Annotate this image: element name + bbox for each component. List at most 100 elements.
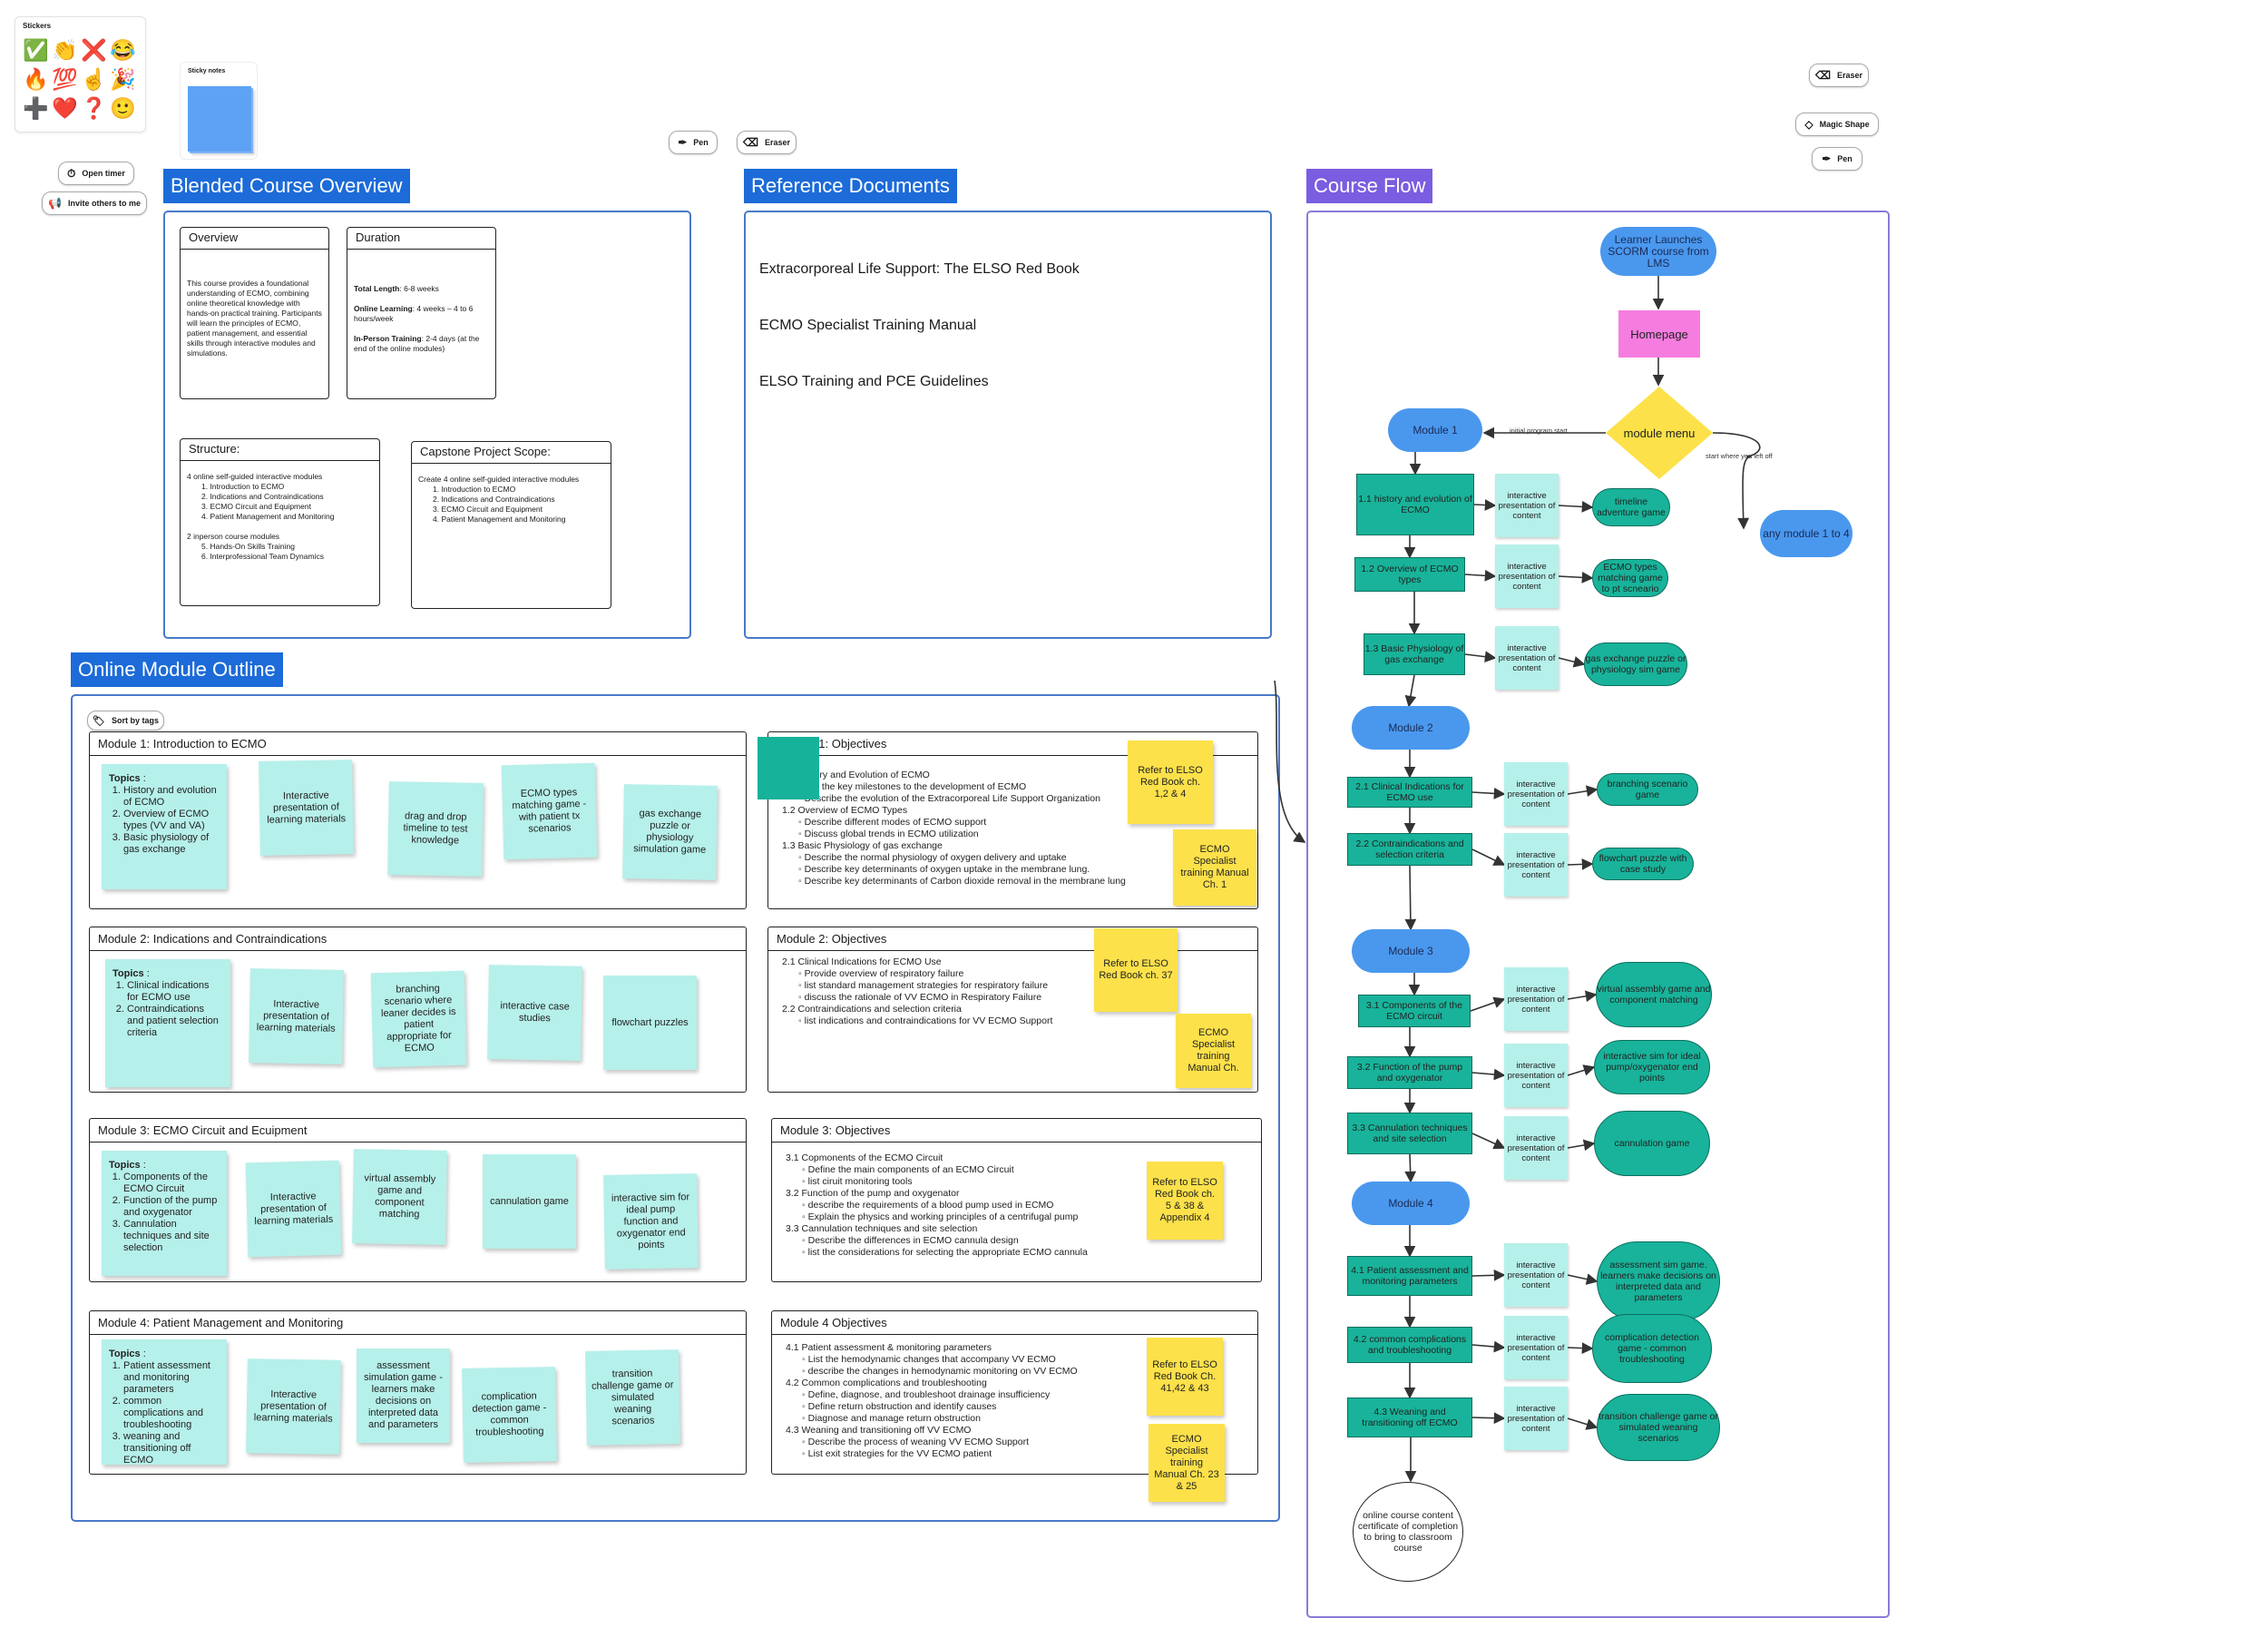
flow-game-node[interactable]: flowchart puzzle with case study (1592, 848, 1694, 880)
sticker-10[interactable]: ❓ (81, 96, 107, 120)
flow-step-node[interactable]: 1.1 history and evolution of ECMO (1356, 474, 1474, 535)
any-module-node[interactable]: any module 1 to 4 (1760, 510, 1853, 557)
reference-documents-frame (744, 211, 1272, 639)
flow-game-node[interactable]: interactive sim for ideal pump/oxygenato… (1594, 1040, 1710, 1094)
reference-note[interactable]: Refer to ELSO Red Book ch. 5 & 38 & Appe… (1147, 1162, 1223, 1240)
shapes-icon: ◇ (1804, 118, 1813, 131)
sticker-11[interactable]: 🙂 (110, 96, 136, 120)
flow-game-node[interactable]: transition challenge game or simulated w… (1597, 1394, 1720, 1461)
duration-card: Duration Total Length: 6-8 weeks Online … (347, 227, 496, 399)
objective-item: ◦ list the considerations for selecting … (802, 1247, 1088, 1258)
flow-step-node[interactable]: 1.2 Overview of ECMO types (1354, 557, 1465, 592)
sticker-6[interactable]: ☝ (81, 67, 107, 91)
module-title: Module 4: Patient Management and Monitor… (90, 1311, 746, 1335)
flow-step-node[interactable]: 4.3 Weaning and transitioning off ECMO (1347, 1398, 1472, 1437)
eraser-button-2[interactable]: ⌫Eraser (1809, 64, 1869, 87)
sticker-0[interactable]: ✅ (23, 38, 49, 62)
reference-note[interactable]: Refer to ELSO Red Book ch. 37 (1094, 928, 1178, 1012)
sticker-2[interactable]: ❌ (81, 38, 107, 62)
resume-label: start where you left off (1706, 452, 1773, 460)
flow-game-node[interactable]: complication detection game - common tro… (1592, 1314, 1712, 1383)
topics-note[interactable]: Topics :Clinical indications for ECMO us… (105, 959, 230, 1087)
flow-step-node[interactable]: 3.2 Function of the pump and oxygenator (1347, 1056, 1472, 1089)
flow-module-node[interactable]: Module 3 (1352, 929, 1470, 973)
objective-item: ◦ Describe key determinants of Carbon di… (798, 876, 1126, 887)
flow-game-node[interactable]: gas exchange puzzle or physiology sim ga… (1584, 642, 1687, 686)
topics-note[interactable]: Topics :Patient assessment and monitorin… (102, 1339, 227, 1466)
interactive-presentation-note[interactable]: interactive presentation of content (1495, 626, 1559, 690)
objective-item: ◦ list indications and contraindications… (798, 1015, 1053, 1026)
open-timer-button[interactable]: ⏱Open timer (58, 162, 134, 185)
sticky-notes-title: Sticky notes (188, 68, 226, 74)
reference-note[interactable]: ECMO Specialist training Manual Ch. (1176, 1014, 1251, 1088)
activity-note[interactable]: flowchart puzzles (603, 976, 697, 1070)
sticker-9[interactable]: ❤️ (52, 96, 78, 120)
reference-note[interactable]: Refer to ELSO Red Book ch. 1,2 & 4 (1128, 740, 1213, 824)
objective-item: ◦ Explain the physics and working princi… (802, 1211, 1079, 1222)
pen-icon: ✒ (678, 136, 688, 149)
flow-start-node[interactable]: Learner Launches SCORM course from LMS (1600, 227, 1716, 276)
interactive-presentation-note[interactable]: interactive presentation of content (1495, 474, 1559, 537)
sticker-3[interactable]: 😂 (110, 38, 136, 62)
reference-note[interactable]: ECMO Specialist training Manual Ch. 23 &… (1149, 1424, 1225, 1502)
sticker-7[interactable]: 🎉 (110, 67, 136, 91)
interactive-presentation-note[interactable]: interactive presentation of content (1504, 1387, 1568, 1450)
activity-note[interactable]: cannulation game (483, 1154, 576, 1249)
interactive-presentation-note[interactable]: interactive presentation of content (1504, 1243, 1568, 1307)
sticky-note-stack[interactable] (188, 86, 251, 152)
sticky-notes-panel: Sticky notes (180, 62, 258, 160)
sticker-4[interactable]: 🔥 (23, 67, 49, 91)
teal-shape[interactable] (758, 737, 819, 799)
topics-note[interactable]: Topics :History and evolution of ECMOOve… (102, 764, 227, 889)
flow-module-node[interactable]: Module 1 (1388, 408, 1482, 452)
flow-step-node[interactable]: 1.3 Basic Physiology of gas exchange (1364, 633, 1465, 675)
topic-item: common complications and troubleshooting (123, 1396, 220, 1431)
flow-game-node[interactable]: ECMO types matching game to pt scneario (1592, 559, 1668, 597)
flow-module-node[interactable]: Module 4 (1352, 1182, 1470, 1225)
interactive-presentation-note[interactable]: interactive presentation of content (1504, 1116, 1568, 1180)
interactive-presentation-note[interactable]: interactive presentation of content (1504, 762, 1568, 826)
flow-game-node[interactable]: timeline adventure game (1592, 488, 1670, 526)
objective-item: ◦ Define return obstruction and identify… (802, 1401, 997, 1412)
flow-module-node[interactable]: Module 2 (1352, 706, 1470, 750)
sort-by-tags-button[interactable]: 🏷Sort by tags (87, 711, 164, 731)
objective-item: ◦ List the key milestones to the develop… (798, 781, 1027, 792)
sticker-1[interactable]: 👏 (52, 38, 78, 62)
flow-step-node[interactable]: 2.2 Contraindications and selection crit… (1347, 833, 1472, 866)
module-menu-decision[interactable]: module menu (1606, 387, 1713, 479)
flow-step-node[interactable]: 2.1 Clinical Indications for ECMO use (1347, 777, 1472, 808)
reference-note[interactable]: ECMO Specialist training Manual Ch. 1 (1173, 829, 1256, 906)
topics-note[interactable]: Topics :Components of the ECMO CircuitFu… (102, 1151, 227, 1276)
reference-note[interactable]: Refer to ELSO Red Book Ch. 41,42 & 43 (1147, 1338, 1223, 1416)
flow-step-node[interactable]: 4.2 common complications and troubleshoo… (1347, 1327, 1472, 1363)
flow-step-node[interactable]: 3.3 Cannulation techniques and site sele… (1347, 1113, 1472, 1154)
objective-item: ◦ Describe the differences in ECMO cannu… (802, 1235, 1019, 1246)
interactive-presentation-note[interactable]: interactive presentation of content (1504, 967, 1568, 1031)
flow-game-node[interactable]: cannulation game (1594, 1111, 1710, 1176)
reference-item: ELSO Training and PCE Guidelines (759, 374, 989, 389)
eraser-button-1[interactable]: ⌫Eraser (737, 131, 797, 154)
flow-step-node[interactable]: 4.1 Patient assessment and monitoring pa… (1347, 1256, 1472, 1296)
reference-documents-title: Reference Documents (744, 169, 957, 203)
pen-button-2[interactable]: ✒Pen (1812, 147, 1862, 171)
objectives-title: Module 3: Objectives (772, 1119, 1261, 1143)
pen-button-1[interactable]: ✒Pen (669, 131, 718, 154)
flow-step-node[interactable]: 3.1 Components of the ECMO circuit (1358, 995, 1471, 1027)
interactive-presentation-note[interactable]: interactive presentation of content (1504, 1044, 1568, 1107)
interactive-presentation-note[interactable]: interactive presentation of content (1504, 1316, 1568, 1379)
flow-homepage-node[interactable]: Homepage (1618, 310, 1700, 358)
list-item: 4. Patient Management and Monitoring (201, 512, 335, 521)
sticker-8[interactable]: ➕ (23, 96, 49, 120)
magic-shape-button[interactable]: ◇Magic Shape (1795, 113, 1879, 136)
interactive-presentation-note[interactable]: interactive presentation of content (1495, 544, 1559, 608)
activity-note[interactable]: assessment simulation game - learners ma… (357, 1348, 450, 1443)
flow-game-node[interactable]: assessment sim game. learners make decis… (1597, 1241, 1720, 1321)
invite-button[interactable]: 📢Invite others to me (42, 191, 147, 215)
flow-game-node[interactable]: branching scenario game (1597, 773, 1698, 806)
sticker-5[interactable]: 💯 (52, 67, 78, 91)
flow-end-node[interactable]: online course content certificate of com… (1353, 1482, 1463, 1582)
objective-item: ◦ list standard management strategies fo… (798, 980, 1049, 991)
flow-game-node[interactable]: virtual assembly game and component matc… (1596, 962, 1712, 1027)
interactive-presentation-note[interactable]: interactive presentation of content (1504, 833, 1568, 897)
